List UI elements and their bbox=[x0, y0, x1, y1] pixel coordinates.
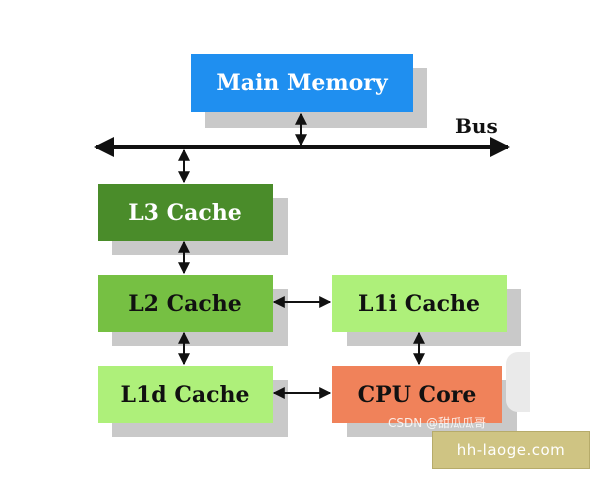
csdn-watermark: CSDN @甜瓜瓜哥 bbox=[388, 416, 487, 430]
l2-cache-label: L2 Cache bbox=[128, 291, 242, 317]
site-watermark-text: hh-laoge.com bbox=[456, 441, 566, 459]
bus-label: Bus bbox=[455, 114, 498, 138]
main-memory-label: Main Memory bbox=[216, 70, 389, 96]
cpu-core-box bbox=[332, 366, 502, 423]
cpu-core-node: CPU Core bbox=[332, 366, 502, 423]
l1i-cache-node: L1i Cache bbox=[332, 275, 507, 332]
l1d-cache-box bbox=[98, 366, 273, 423]
cpu-core-label: CPU Core bbox=[358, 382, 477, 408]
l2-cache-box bbox=[98, 275, 273, 332]
site-watermark-badge: hh-laoge.com bbox=[432, 431, 590, 469]
l1d-cache-node: L1d Cache bbox=[98, 366, 273, 423]
l3-cache-label: L3 Cache bbox=[128, 200, 242, 226]
l1i-cache-box bbox=[332, 275, 507, 332]
l1i-cache-label: L1i Cache bbox=[358, 291, 480, 317]
l1d-cache-label: L1d Cache bbox=[121, 382, 250, 408]
main-memory-node: Main Memory bbox=[191, 54, 413, 112]
l3-cache-box bbox=[98, 184, 273, 241]
l3-cache-node: L3 Cache bbox=[98, 184, 273, 241]
main-memory-box bbox=[191, 54, 413, 112]
edge-artifact bbox=[506, 352, 530, 412]
l2-cache-node: L2 Cache bbox=[98, 275, 273, 332]
